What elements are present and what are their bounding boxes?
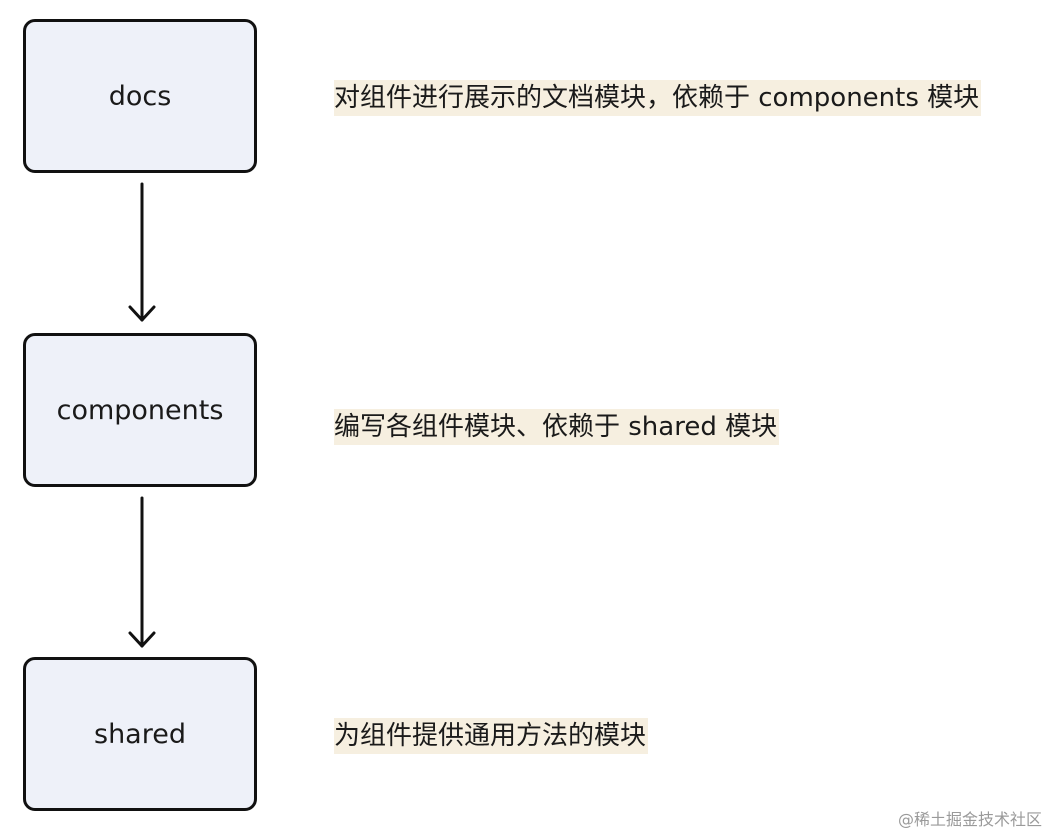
description-shared: 为组件提供通用方法的模块	[334, 718, 649, 754]
arrowhead-docs-to-components	[128, 305, 156, 322]
node-docs: docs	[23, 19, 257, 173]
description-components: 编写各组件模块、依赖于 shared 模块	[334, 409, 780, 445]
node-shared: shared	[23, 657, 257, 811]
watermark: @稀土掘金技术社区	[897, 810, 1042, 829]
node-components: components	[23, 333, 257, 487]
node-docs-label: docs	[108, 80, 172, 112]
node-components-label: components	[56, 394, 224, 426]
description-docs: 对组件进行展示的文档模块，依赖于 components 模块	[334, 80, 982, 116]
arrowhead-components-to-shared	[128, 631, 156, 648]
node-shared-label: shared	[94, 718, 186, 750]
